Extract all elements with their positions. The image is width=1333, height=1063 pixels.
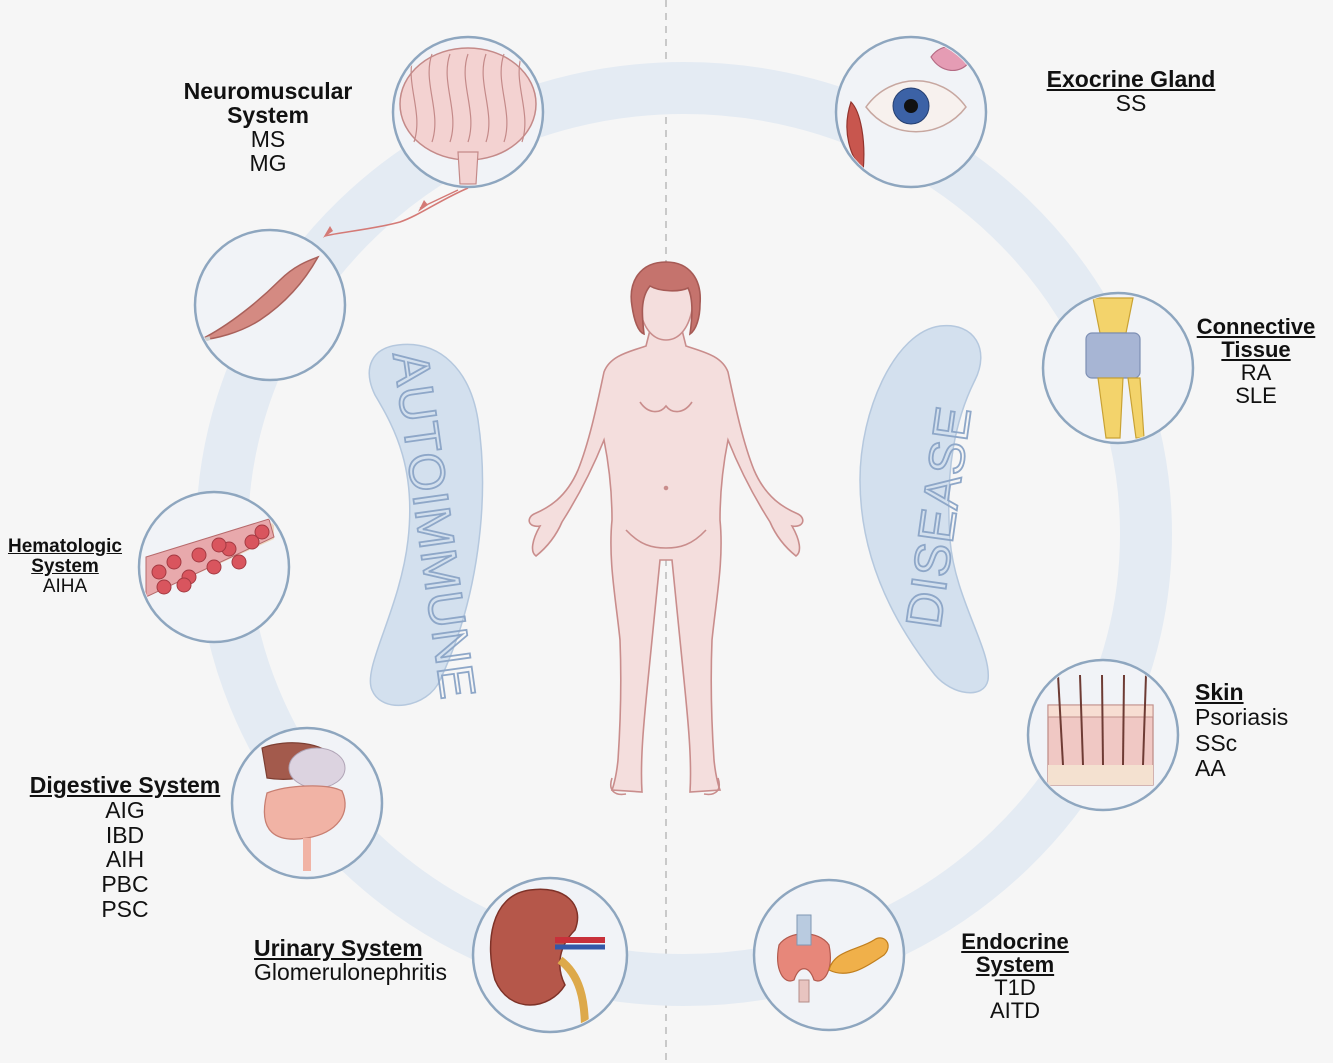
banner-left-shape — [368, 343, 484, 707]
label-hematologic: Hematologic System AIHA — [0, 537, 130, 597]
hematologic-title-line2: System — [31, 555, 99, 577]
endocrine-title-line1: Endocrine — [961, 929, 1069, 954]
disease-aitd: AITD — [989, 998, 1041, 1024]
digestive-title: Digestive System — [29, 772, 221, 798]
disease-ra: RA — [1240, 360, 1272, 386]
skin-layers-icon — [1026, 658, 1180, 812]
disease-aig: AIG — [105, 796, 145, 823]
disease-sle: SLE — [1235, 383, 1277, 409]
disease-aih: AIH — [105, 846, 145, 873]
disease-t1d: T1D — [994, 975, 1036, 1001]
eye-gland-icon — [834, 35, 988, 189]
disease-aiha: AIHA — [42, 575, 88, 597]
banner-right-shape — [859, 324, 989, 694]
urinary-title: Urinary System — [254, 935, 423, 961]
nerve-line — [324, 187, 469, 237]
neuromuscular-title-line1: Neuromuscular — [183, 78, 353, 104]
exocrine-title: Exocrine Gland — [1046, 66, 1216, 92]
connective-title-line1: Connective — [1196, 314, 1316, 339]
disease-ibd: IBD — [105, 821, 145, 848]
figure-body — [528, 329, 804, 793]
disease-mg: MG — [249, 150, 287, 177]
neuromuscular-title-line2: System — [227, 102, 309, 129]
label-exocrine: Exocrine Gland SS — [1030, 67, 1232, 115]
human-figure — [528, 261, 804, 796]
connective-title-line2: Tissue — [1221, 337, 1291, 363]
disease-aa: AA — [1195, 754, 1226, 781]
disease-psc: PSC — [101, 896, 149, 923]
disease-psoriasis: Psoriasis — [1195, 704, 1289, 731]
disease-ms: MS — [250, 126, 286, 153]
brain-icon — [391, 35, 545, 189]
hematologic-title-line1: Hematologic — [7, 536, 123, 557]
label-connective: Connective Tissue RA SLE — [1186, 315, 1326, 407]
muscle-icon — [193, 228, 347, 382]
blood-vessel-icon — [137, 490, 291, 644]
digestive-organs-icon — [230, 726, 384, 880]
kidney-icon — [471, 876, 629, 1034]
disease-ssc: SSc — [1195, 729, 1238, 756]
skin-title: Skin — [1195, 679, 1244, 705]
disease-ss: SS — [1115, 90, 1147, 117]
label-digestive: Digestive System AIG IBD AIH PBC PSC — [20, 773, 230, 922]
disease-pbc: PBC — [101, 871, 149, 898]
label-urinary: Urinary System Glomerulonephritis — [254, 936, 464, 984]
label-neuromuscular: Neuromuscular System MS MG — [150, 79, 386, 176]
knee-joint-icon — [1041, 291, 1195, 445]
label-skin: Skin Psoriasis SSc AA — [1195, 679, 1325, 781]
label-endocrine: Endocrine System T1D AITD — [948, 930, 1082, 1022]
thyroid-pancreas-icon — [752, 878, 906, 1032]
endocrine-title-line2: System — [975, 952, 1055, 978]
figure-hair — [630, 261, 701, 336]
disease-glomerulonephritis: Glomerulonephritis — [254, 959, 448, 986]
